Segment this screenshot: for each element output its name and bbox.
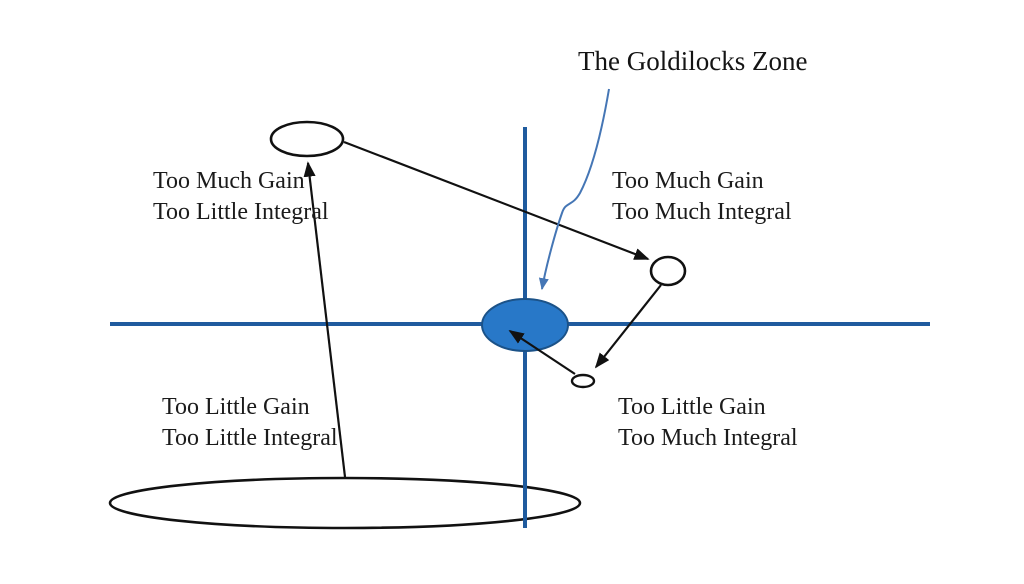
ellipse-too-much-gain-little-integral (269, 120, 345, 158)
quadrant-label-top-right-line2: Too Much Integral (612, 199, 792, 225)
arrow-right-circle-to-tiny-ellipse (594, 284, 662, 369)
quadrant-label-bottom-right: Too Little Gain Too Much Integral (618, 392, 798, 454)
quadrant-label-bottom-left-line2: Too Little Integral (162, 425, 338, 451)
arrow-top-left-to-right-circle (343, 140, 650, 261)
quadrant-label-top-right-line1: Too Much Gain (612, 168, 764, 194)
quadrant-label-bottom-left-line1: Too Little Gain (162, 394, 310, 420)
ellipse-too-much-gain-much-integral (649, 255, 687, 287)
diagram-title: The Goldilocks Zone (578, 46, 808, 76)
quadrant-label-bottom-right-line1: Too Little Gain (618, 394, 766, 420)
ellipse-too-little-gain-much-integral (570, 373, 596, 389)
quadrant-label-top-left-line1: Too Much Gain (153, 168, 305, 194)
callout-curve-goldilocks-arrow (538, 88, 610, 291)
ellipse-too-little-gain-little-integral (108, 476, 582, 530)
quadrant-label-top-left: Too Much Gain Too Little Integral (153, 166, 329, 228)
quadrant-label-bottom-right-line2: Too Much Integral (618, 425, 798, 451)
quadrant-label-top-right: Too Much Gain Too Much Integral (612, 166, 792, 228)
arrow-tiny-ellipse-to-goldilocks (508, 330, 576, 375)
ellipse-goldilocks-zone (481, 298, 569, 352)
arrow-big-ellipse-to-top-left (303, 161, 347, 478)
quadrant-label-bottom-left: Too Little Gain Too Little Integral (162, 392, 338, 454)
quadrant-label-top-left-line2: Too Little Integral (153, 199, 329, 225)
